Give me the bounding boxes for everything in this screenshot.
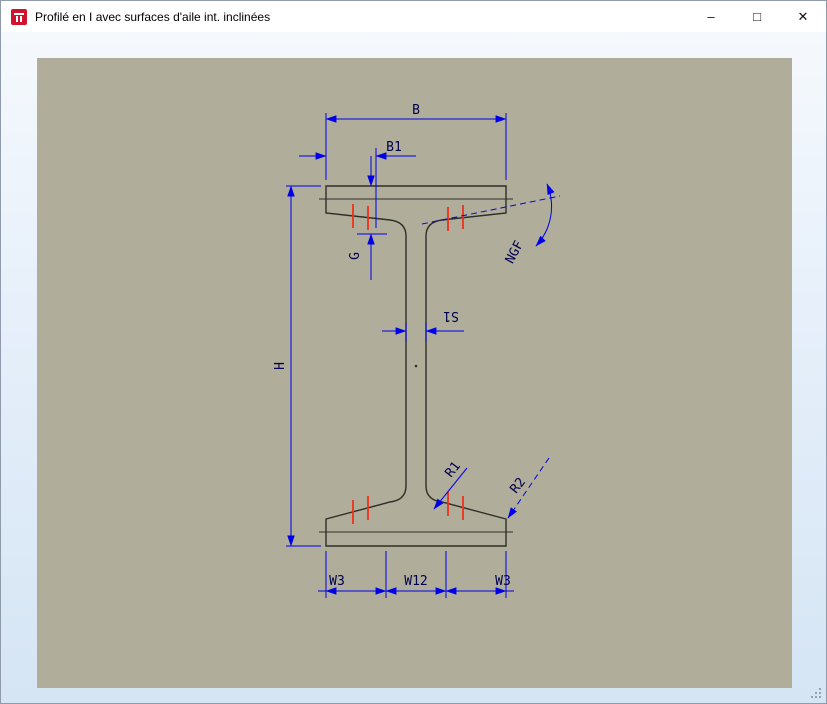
- dim-label-ngf: NGF: [503, 238, 527, 266]
- dim-ngf-ref-line: [421, 195, 561, 225]
- window-title: Profilé en I avec surfaces d'aile int. i…: [35, 9, 271, 24]
- window-controls: – □ ✕: [688, 1, 826, 32]
- incline-ticks: [352, 204, 464, 524]
- dim-r1-leader: [433, 467, 468, 510]
- dim-label-b: B: [412, 103, 420, 118]
- dim-r2-leader: [507, 457, 550, 519]
- dim-label-w12: W12: [404, 574, 427, 589]
- dim-label-s1: S1: [443, 308, 459, 323]
- titlebar[interactable]: Profilé en I avec surfaces d'aile int. i…: [1, 1, 826, 32]
- beam-profile-group: [319, 185, 513, 547]
- close-button[interactable]: ✕: [797, 8, 809, 24]
- dim-ngf-arc: [535, 183, 555, 247]
- dim-label-w3-right: W3: [495, 574, 511, 589]
- drawing-canvas: B B1 G H S1 NGF R1 R2 W3 W12 W3: [37, 58, 792, 688]
- app-icon: [11, 8, 27, 25]
- dimension-lines: [286, 113, 561, 598]
- dim-label-g: G: [348, 252, 363, 260]
- minimize-button[interactable]: –: [707, 9, 715, 24]
- center-point: [414, 364, 418, 368]
- dim-label-r1: R1: [443, 459, 464, 481]
- dim-label-r2: R2: [508, 475, 529, 497]
- dim-label-w3-left: W3: [329, 574, 345, 589]
- resize-grip[interactable]: [809, 686, 823, 700]
- dim-label-h: H: [273, 362, 288, 370]
- maximize-button[interactable]: □: [753, 9, 761, 24]
- dimension-labels: B B1 G H S1 NGF R1 R2 W3 W12 W3: [273, 103, 529, 589]
- ibeam-profile: [325, 185, 507, 547]
- dim-label-b1: B1: [386, 140, 402, 155]
